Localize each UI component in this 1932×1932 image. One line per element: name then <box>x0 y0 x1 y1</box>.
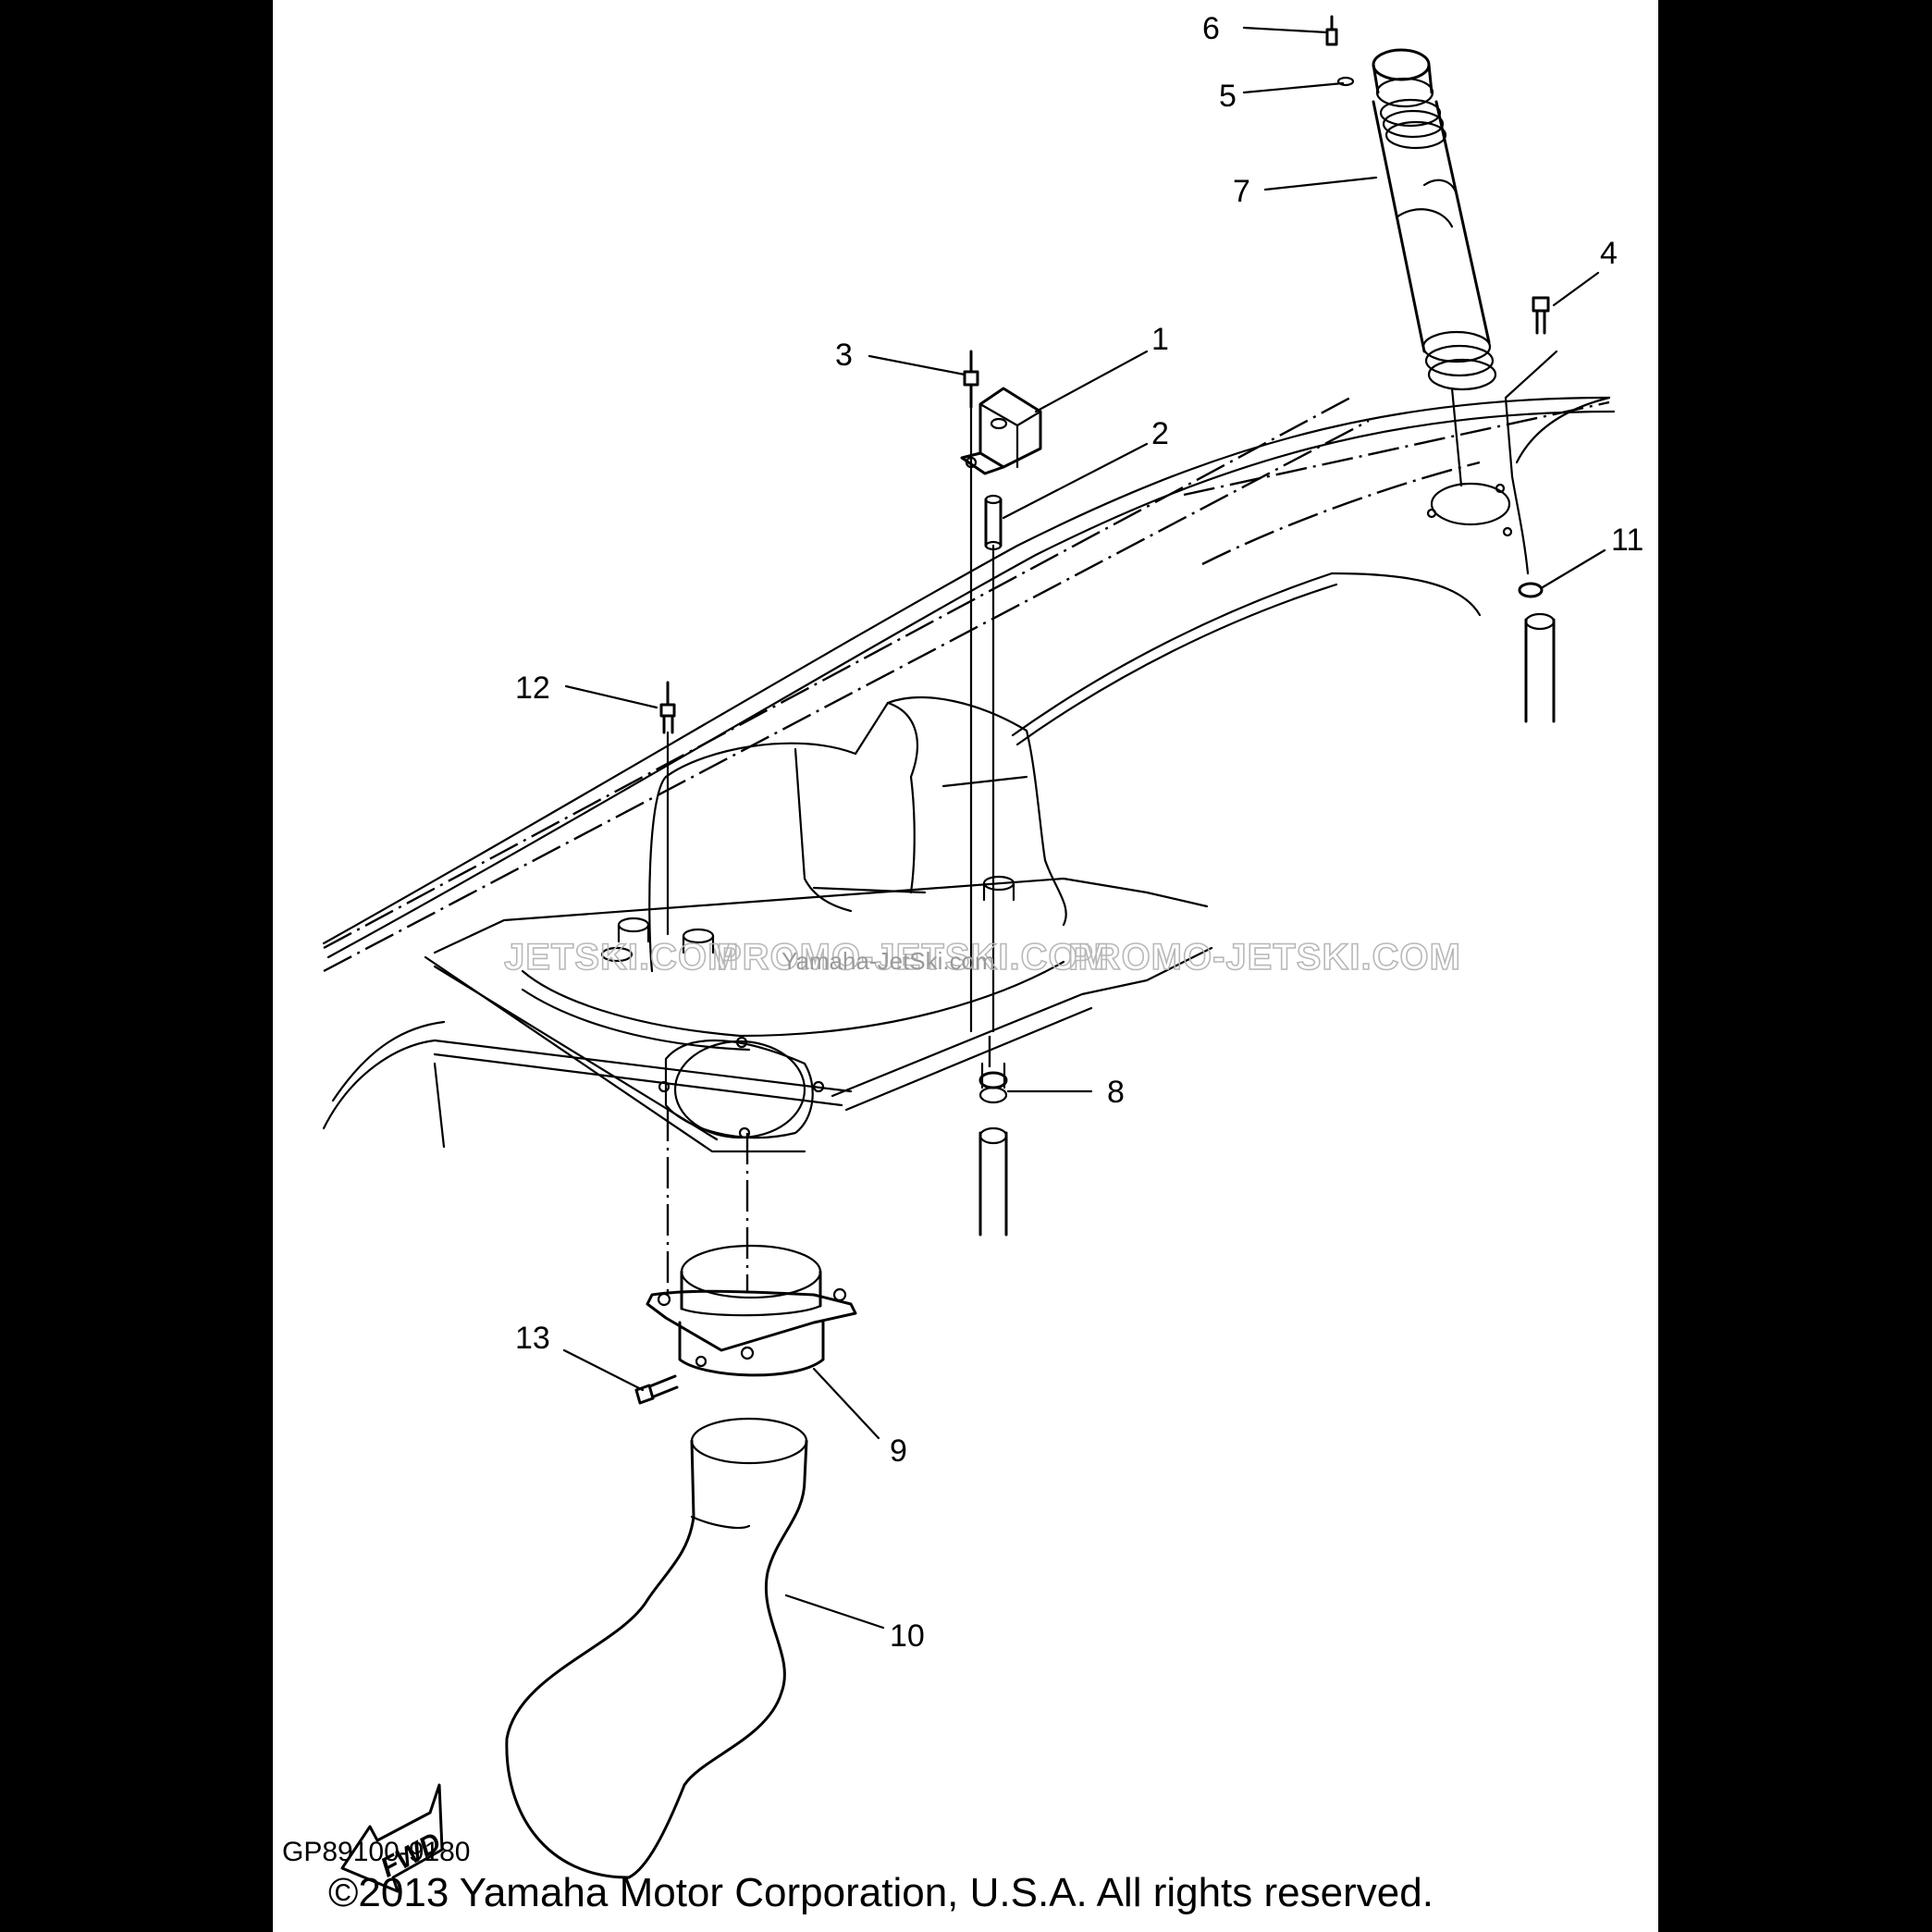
callout-7: 7 <box>1233 174 1250 209</box>
intake-duct-part-10 <box>505 1417 808 1879</box>
watermark-left: JETSKI.COM <box>504 937 739 978</box>
callout-6: 6 <box>1202 11 1220 46</box>
callout-numbers: 1 2 3 4 5 6 7 8 9 10 11 12 13 <box>515 11 1643 1654</box>
screw-part-13 <box>634 1374 679 1405</box>
diagram-sheet <box>273 0 1658 1932</box>
callout-3: 3 <box>835 338 853 373</box>
callout-13: 13 <box>515 1321 550 1356</box>
callout-1: 1 <box>1151 322 1169 357</box>
callout-2: 2 <box>1151 416 1169 451</box>
tube-part-2 <box>984 494 1003 551</box>
deck-duct-opening <box>658 1036 825 1139</box>
callout-5: 5 <box>1219 79 1237 114</box>
callout-leaders <box>562 26 1606 1630</box>
hose-clamp-part-8 <box>978 1062 1008 1237</box>
watermark: JETSKI.COM PROMO-JETSKI.COM PROMO-JETSKI… <box>503 936 1461 978</box>
watermark-right: PROMO-JETSKI.COM <box>1068 937 1461 978</box>
diagram-code: GP89100-9180 <box>282 1837 471 1867</box>
callout-10: 10 <box>890 1618 925 1654</box>
screw-part-6 <box>1325 15 1355 87</box>
callout-4: 4 <box>1600 236 1618 271</box>
hose-opening-right <box>1426 396 1611 537</box>
callout-11: 11 <box>1611 523 1643 558</box>
bolt-part-4 <box>1504 296 1558 575</box>
callout-9: 9 <box>890 1434 907 1469</box>
engine-cover <box>424 696 1213 1153</box>
vent-pipe-part-7 <box>1372 48 1497 487</box>
rivet-part-3 <box>963 350 979 409</box>
assembly-centerlines <box>666 405 995 1295</box>
callout-8: 8 <box>1107 1075 1125 1110</box>
duct-adaptor-part-9 <box>646 1244 857 1377</box>
bracket-part-1 <box>960 387 1042 475</box>
hose-clamp-part-11 <box>1518 582 1556 723</box>
hull-deck-outline <box>322 396 1616 1149</box>
copyright-notice: ©2013 Yamaha Motor Corporation, U.S.A. A… <box>328 1870 1434 1915</box>
callout-12: 12 <box>515 671 550 706</box>
rivet-part-12 <box>659 681 676 734</box>
watermark-overlay: Yamaha-JetSki.com <box>781 947 995 975</box>
watermark-middle: PROMO-JETSKI.COM <box>717 937 1110 978</box>
